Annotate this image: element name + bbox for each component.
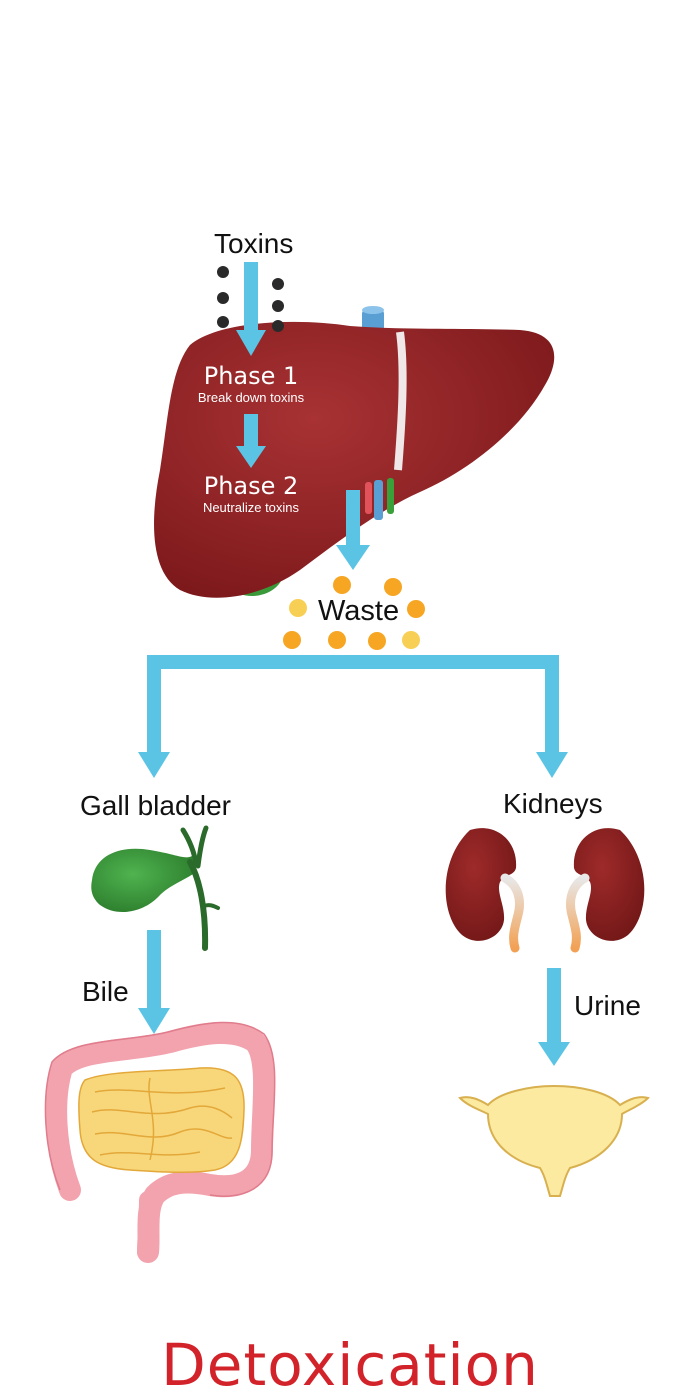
arrow-right-head — [536, 752, 568, 778]
rectum — [137, 1191, 157, 1261]
hepatic-artery — [365, 482, 372, 514]
waste-dot — [368, 632, 386, 650]
arrow-toxins-shaft — [244, 262, 258, 332]
liver — [154, 321, 555, 598]
phase1-label-group: Phase 1 Break down toxins — [151, 362, 351, 405]
portal-vein — [374, 480, 383, 520]
detox-diagram: Detoxication Toxins Phase 1 Break down t… — [44, 228, 650, 1399]
arrow-phase-head — [236, 446, 266, 468]
kidney-right — [573, 828, 645, 941]
coil — [91, 1105, 233, 1119]
arrow-branch-bar — [147, 655, 559, 669]
bladder-body — [458, 1084, 650, 1197]
coil — [94, 1128, 233, 1139]
gall-bladder-body — [91, 848, 196, 913]
label-phase2-desc: Neutralize toxins — [202, 500, 300, 515]
small-intestine-coils — [91, 1077, 233, 1161]
toxin-particle — [272, 320, 284, 332]
label-gall-bladder: Gall bladder — [80, 790, 231, 821]
kidneys-organ — [445, 828, 645, 953]
waste-dot — [328, 631, 346, 649]
arrow-urine-head — [538, 1042, 570, 1066]
label-phase1-desc: Break down toxins — [197, 390, 305, 405]
arrow-left-head — [138, 752, 170, 778]
small-intestine — [78, 1067, 245, 1174]
label-toxins: Toxins — [214, 228, 294, 259]
toxin-particle — [217, 266, 229, 278]
label-urine: Urine — [574, 990, 641, 1021]
vessel-top — [362, 306, 384, 314]
arrow-waste-head — [336, 545, 370, 570]
cystic-duct — [187, 859, 209, 951]
label-phase2: Phase 2 — [203, 472, 299, 500]
ureter-left — [500, 873, 524, 953]
toxin-particle — [272, 278, 284, 290]
waste-dot — [402, 631, 420, 649]
label-kidneys: Kidneys — [503, 788, 603, 819]
arrow-left-shaft — [147, 655, 161, 755]
arrow-phase-shaft — [244, 414, 258, 448]
waste-dot — [333, 576, 351, 594]
waste-dot — [407, 600, 425, 618]
toxin-particle — [217, 292, 229, 304]
ureter-right — [566, 873, 590, 953]
flow-arrows — [138, 262, 570, 1066]
waste-dot — [384, 578, 402, 596]
arrow-waste-shaft — [346, 490, 360, 546]
liver-ligament — [394, 331, 407, 471]
arrow-bile-shaft — [147, 930, 161, 1010]
toxin-particle — [272, 300, 284, 312]
waste-dot — [289, 599, 307, 617]
label-phase1: Phase 1 — [203, 362, 299, 390]
toxin-particle — [217, 316, 229, 328]
waste-dot — [283, 631, 301, 649]
phase2-label-group: Phase 2 Neutralize toxins — [151, 472, 351, 515]
coil — [148, 1077, 155, 1161]
kidney-left — [445, 828, 517, 941]
intestines-organ — [44, 1021, 276, 1263]
page-title: Detoxication — [161, 1331, 539, 1399]
arrow-right-shaft — [545, 655, 559, 755]
arrow-bile-head — [138, 1008, 170, 1034]
large-intestine — [45, 1022, 276, 1263]
arrow-toxins-head — [236, 330, 266, 356]
bile-duct — [387, 478, 394, 514]
coil — [99, 1151, 201, 1156]
gall-bladder-organ — [91, 825, 220, 951]
large-intestine-outline — [44, 1021, 276, 1197]
coil — [94, 1087, 226, 1094]
toxin-particles — [217, 266, 284, 332]
label-waste: Waste — [318, 595, 400, 627]
hepatic-duct-left — [180, 827, 199, 867]
bladder-organ — [458, 1084, 650, 1197]
label-bile: Bile — [82, 976, 129, 1007]
hepatic-duct-right — [195, 825, 209, 869]
duct-branch — [202, 903, 220, 910]
diagram-canvas — [44, 262, 650, 1263]
arrow-urine-shaft — [547, 968, 561, 1044]
waste-particles — [283, 576, 425, 650]
